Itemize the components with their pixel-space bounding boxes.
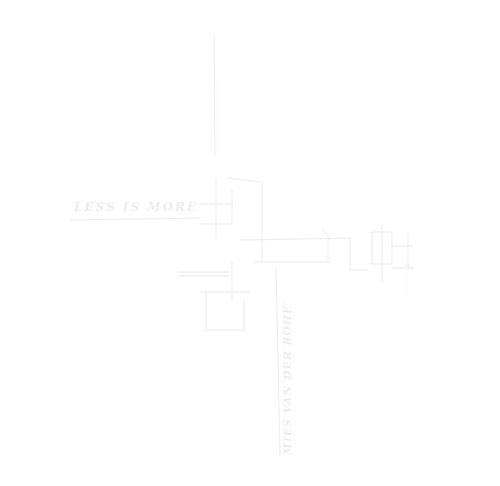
plan-wall-c [199, 189, 233, 225]
horizontal-beam-top [239, 237, 351, 241]
vertical-line-top [213, 35, 216, 156]
author-text: MIES VAN DER ROHE [282, 304, 294, 455]
motto-text: LESS IS MORE [74, 200, 199, 214]
motto-underline [69, 217, 201, 221]
author-text-wrapper: MIES VAN DER ROHE [282, 305, 294, 456]
plan-wall-h [349, 237, 369, 271]
vertical-line-bottom [275, 267, 281, 457]
plan-wall-g [321, 229, 329, 263]
plan-wall-a [227, 177, 263, 195]
plan-wall-n [205, 289, 245, 331]
